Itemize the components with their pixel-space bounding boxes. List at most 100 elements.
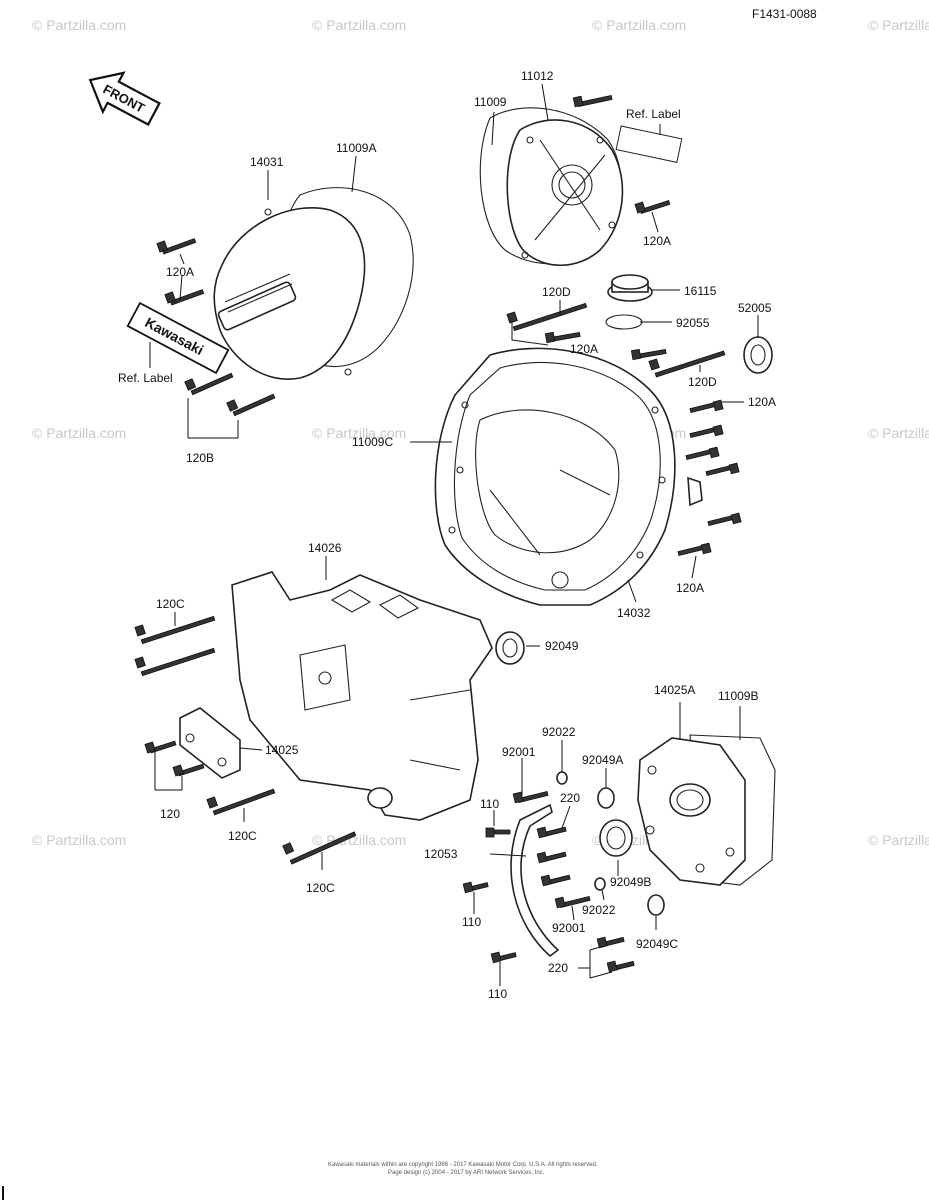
watermark: © Partzilla.com — [592, 17, 686, 33]
part-label: 92022 — [582, 903, 616, 917]
bolt-icon — [606, 960, 635, 973]
part-label: 11009B — [718, 689, 758, 703]
part-label: 11009 — [474, 95, 507, 109]
part-label: 120C — [228, 829, 257, 843]
part-label: 120A — [643, 234, 671, 248]
bolt-icon — [596, 936, 625, 949]
bolt-icon — [144, 740, 177, 754]
bolt-icon — [554, 895, 591, 909]
oil-filler-cap — [607, 274, 653, 302]
part-labels: 11012 11009 Ref. Label 120A 14031 11009A… — [118, 69, 776, 1001]
bolt-icon — [648, 350, 726, 378]
part-label: 92049B — [610, 875, 651, 889]
diagram-code: F1431-0088 — [752, 7, 817, 21]
ref-label-plate — [615, 125, 683, 163]
clamp-bracket — [687, 476, 703, 507]
part-label: 120A — [166, 265, 194, 279]
watermark: © Partzilla.com — [32, 425, 126, 441]
oil-seal-92049a — [597, 787, 615, 809]
oil-seal-92049c — [647, 894, 665, 916]
washer-92022 — [594, 877, 606, 891]
part-label: 92049A — [582, 753, 623, 767]
oil-seal-52005 — [743, 336, 773, 374]
part-label: 14032 — [617, 606, 651, 620]
copyright-line: Kawasaki materials within are copyright … — [328, 1162, 598, 1168]
bolt-icon — [536, 826, 567, 839]
bolt-icon — [707, 512, 742, 527]
part-label: 120D — [542, 285, 571, 299]
bolt-icon — [134, 615, 216, 645]
ref-label-caption: Ref. Label — [626, 107, 681, 121]
bolt-icon — [156, 238, 197, 255]
bracket-12053 — [510, 803, 560, 958]
part-label: 220 — [548, 961, 568, 975]
part-label: 11012 — [521, 69, 554, 83]
bolt-icon — [226, 393, 276, 417]
oil-seal-92049b — [599, 819, 633, 857]
part-label: 92022 — [542, 725, 576, 739]
cover-11012 — [479, 107, 624, 267]
cover-14031 — [213, 187, 414, 380]
bolt-icon — [536, 851, 567, 864]
bolt-icon — [705, 462, 740, 477]
part-label: 120A — [570, 342, 598, 356]
part-label: 92001 — [552, 921, 586, 935]
part-label: 120A — [676, 581, 704, 595]
part-label: 14025 — [265, 743, 299, 757]
cover-14032 — [434, 347, 676, 606]
part-label: 14025A — [654, 683, 695, 697]
bolt-icon — [485, 827, 511, 838]
part-label: 14026 — [308, 541, 342, 555]
washer-92022 — [556, 771, 568, 785]
bolt-icon — [462, 881, 489, 894]
part-label: 12053 — [424, 847, 458, 861]
cover-14025 — [179, 707, 241, 779]
part-label: 11009A — [336, 141, 376, 155]
o-ring-92055 — [605, 314, 643, 330]
bolt-icon — [184, 372, 234, 396]
bolt-icon — [490, 951, 517, 964]
part-label: 110 — [462, 915, 481, 929]
bolt-icon — [689, 399, 724, 414]
watermark: © Partzilla.com — [312, 17, 406, 33]
bolt-icon — [506, 302, 588, 332]
part-label: 120D — [688, 375, 717, 389]
part-label: 92049C — [636, 937, 678, 951]
bolt-icon — [540, 874, 571, 887]
bolt-icon — [677, 542, 712, 557]
leader-lines — [149, 83, 759, 986]
kawasaki-label-plate: Kawasaki — [126, 301, 230, 375]
front-arrow-icon: FRONT — [88, 71, 161, 126]
bolt-icon — [282, 831, 357, 865]
bolt-icon — [544, 331, 581, 344]
part-label: 52005 — [738, 301, 772, 315]
watermark: © Partzilla.com — [32, 17, 126, 33]
part-label: 120 — [160, 807, 180, 821]
bolt-icon — [630, 348, 667, 361]
bolt-icon — [172, 763, 205, 777]
part-label: 120C — [156, 597, 185, 611]
bolt-icon — [689, 424, 724, 439]
bracket-bend — [511, 318, 549, 346]
part-label: 11009C — [352, 435, 393, 449]
part-label: 92001 — [502, 745, 536, 759]
bolt-icon — [685, 446, 720, 461]
part-label: 92049 — [545, 639, 579, 653]
part-label: 110 — [480, 797, 499, 811]
part-label: 16115 — [684, 284, 717, 298]
bolt-icon — [206, 788, 276, 816]
oil-seal-92049 — [495, 631, 525, 665]
cover-14026 — [231, 571, 493, 821]
watermark: © Partzilla.com — [868, 17, 929, 33]
part-label: 14031 — [250, 155, 284, 169]
bolt-icon — [164, 289, 205, 306]
part-label: 92055 — [676, 316, 710, 330]
copyright-line: Page design (c) 2004 - 2017 by ARI Netwo… — [388, 1170, 545, 1176]
bolt-icon — [134, 647, 216, 677]
watermark: © Partzilla.com — [32, 832, 126, 848]
part-label: 110 — [488, 987, 507, 1001]
part-label: 120C — [306, 881, 335, 895]
bolt-icon — [512, 790, 549, 804]
part-label: 220 — [560, 791, 580, 805]
